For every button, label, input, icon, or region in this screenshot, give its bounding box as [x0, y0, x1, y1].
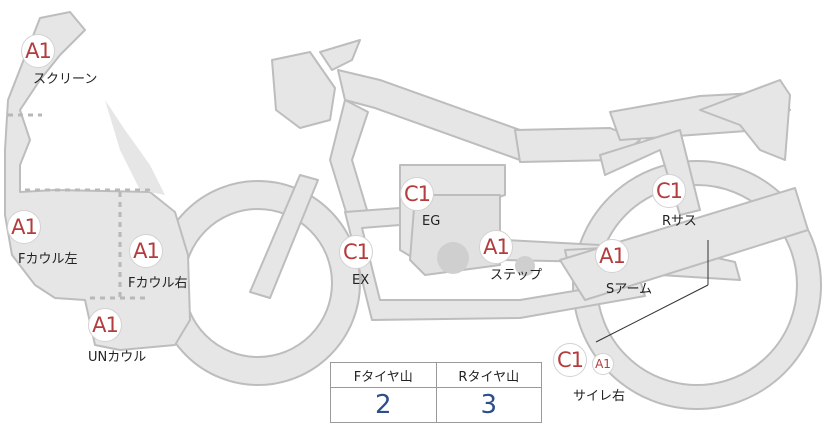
front-fork: [249, 174, 319, 299]
headlight: [271, 51, 336, 129]
frame-top: [337, 69, 541, 161]
tire-tread-table: Fタイヤ山 Rタイヤ山 2 3: [330, 362, 542, 423]
tread-table-value-row: 2 3: [330, 387, 542, 423]
grade-badge-exhaust[interactable]: C1: [339, 235, 373, 269]
grade-badge-swing-arm[interactable]: A1: [595, 239, 629, 273]
grade-badge-silencer-right[interactable]: C1: [553, 343, 587, 377]
grade-badge-rear-suspension[interactable]: C1: [652, 174, 686, 208]
tread-table-header-row: Fタイヤ山 Rタイヤ山: [330, 362, 542, 388]
label-swing-arm: Sアーム: [606, 282, 653, 297]
label-screen: スクリーン: [33, 72, 98, 87]
grade-badge-engine[interactable]: C1: [400, 177, 434, 211]
label-silencer-right: サイレ右: [573, 389, 626, 404]
rear-tire-tread-value: 3: [435, 387, 542, 423]
handlebar: [319, 39, 361, 71]
label-engine: EG: [422, 214, 441, 229]
grade-badge-f-cowl-left[interactable]: A1: [7, 210, 41, 244]
engine-case: [437, 242, 469, 274]
exhaust-pipe: [344, 207, 646, 321]
label-rear-suspension: Rサス: [662, 214, 697, 229]
grade-badge-under-cowl[interactable]: A1: [88, 308, 122, 342]
label-exhaust: EX: [352, 273, 370, 288]
grade-badge-screen[interactable]: A1: [21, 34, 55, 68]
front-tire-tread-value: 2: [330, 387, 437, 423]
tail-cowl: [699, 79, 791, 161]
grade-badge-silencer-right-secondary[interactable]: A1: [592, 353, 614, 375]
label-f-cowl-right: Fカウル右: [128, 276, 188, 291]
grade-badge-step[interactable]: A1: [479, 230, 513, 264]
leader-line-silencer: [595, 284, 709, 343]
label-under-cowl: UNカウル: [88, 350, 147, 365]
front-tire-tread-header: Fタイヤ山: [330, 362, 437, 388]
label-step: ステップ: [490, 268, 543, 283]
rear-tire-tread-header: Rタイヤ山: [435, 362, 542, 388]
silencer: [559, 187, 809, 301]
label-f-cowl-left: Fカウル左: [18, 252, 78, 267]
grade-badge-f-cowl-right[interactable]: A1: [129, 234, 163, 268]
